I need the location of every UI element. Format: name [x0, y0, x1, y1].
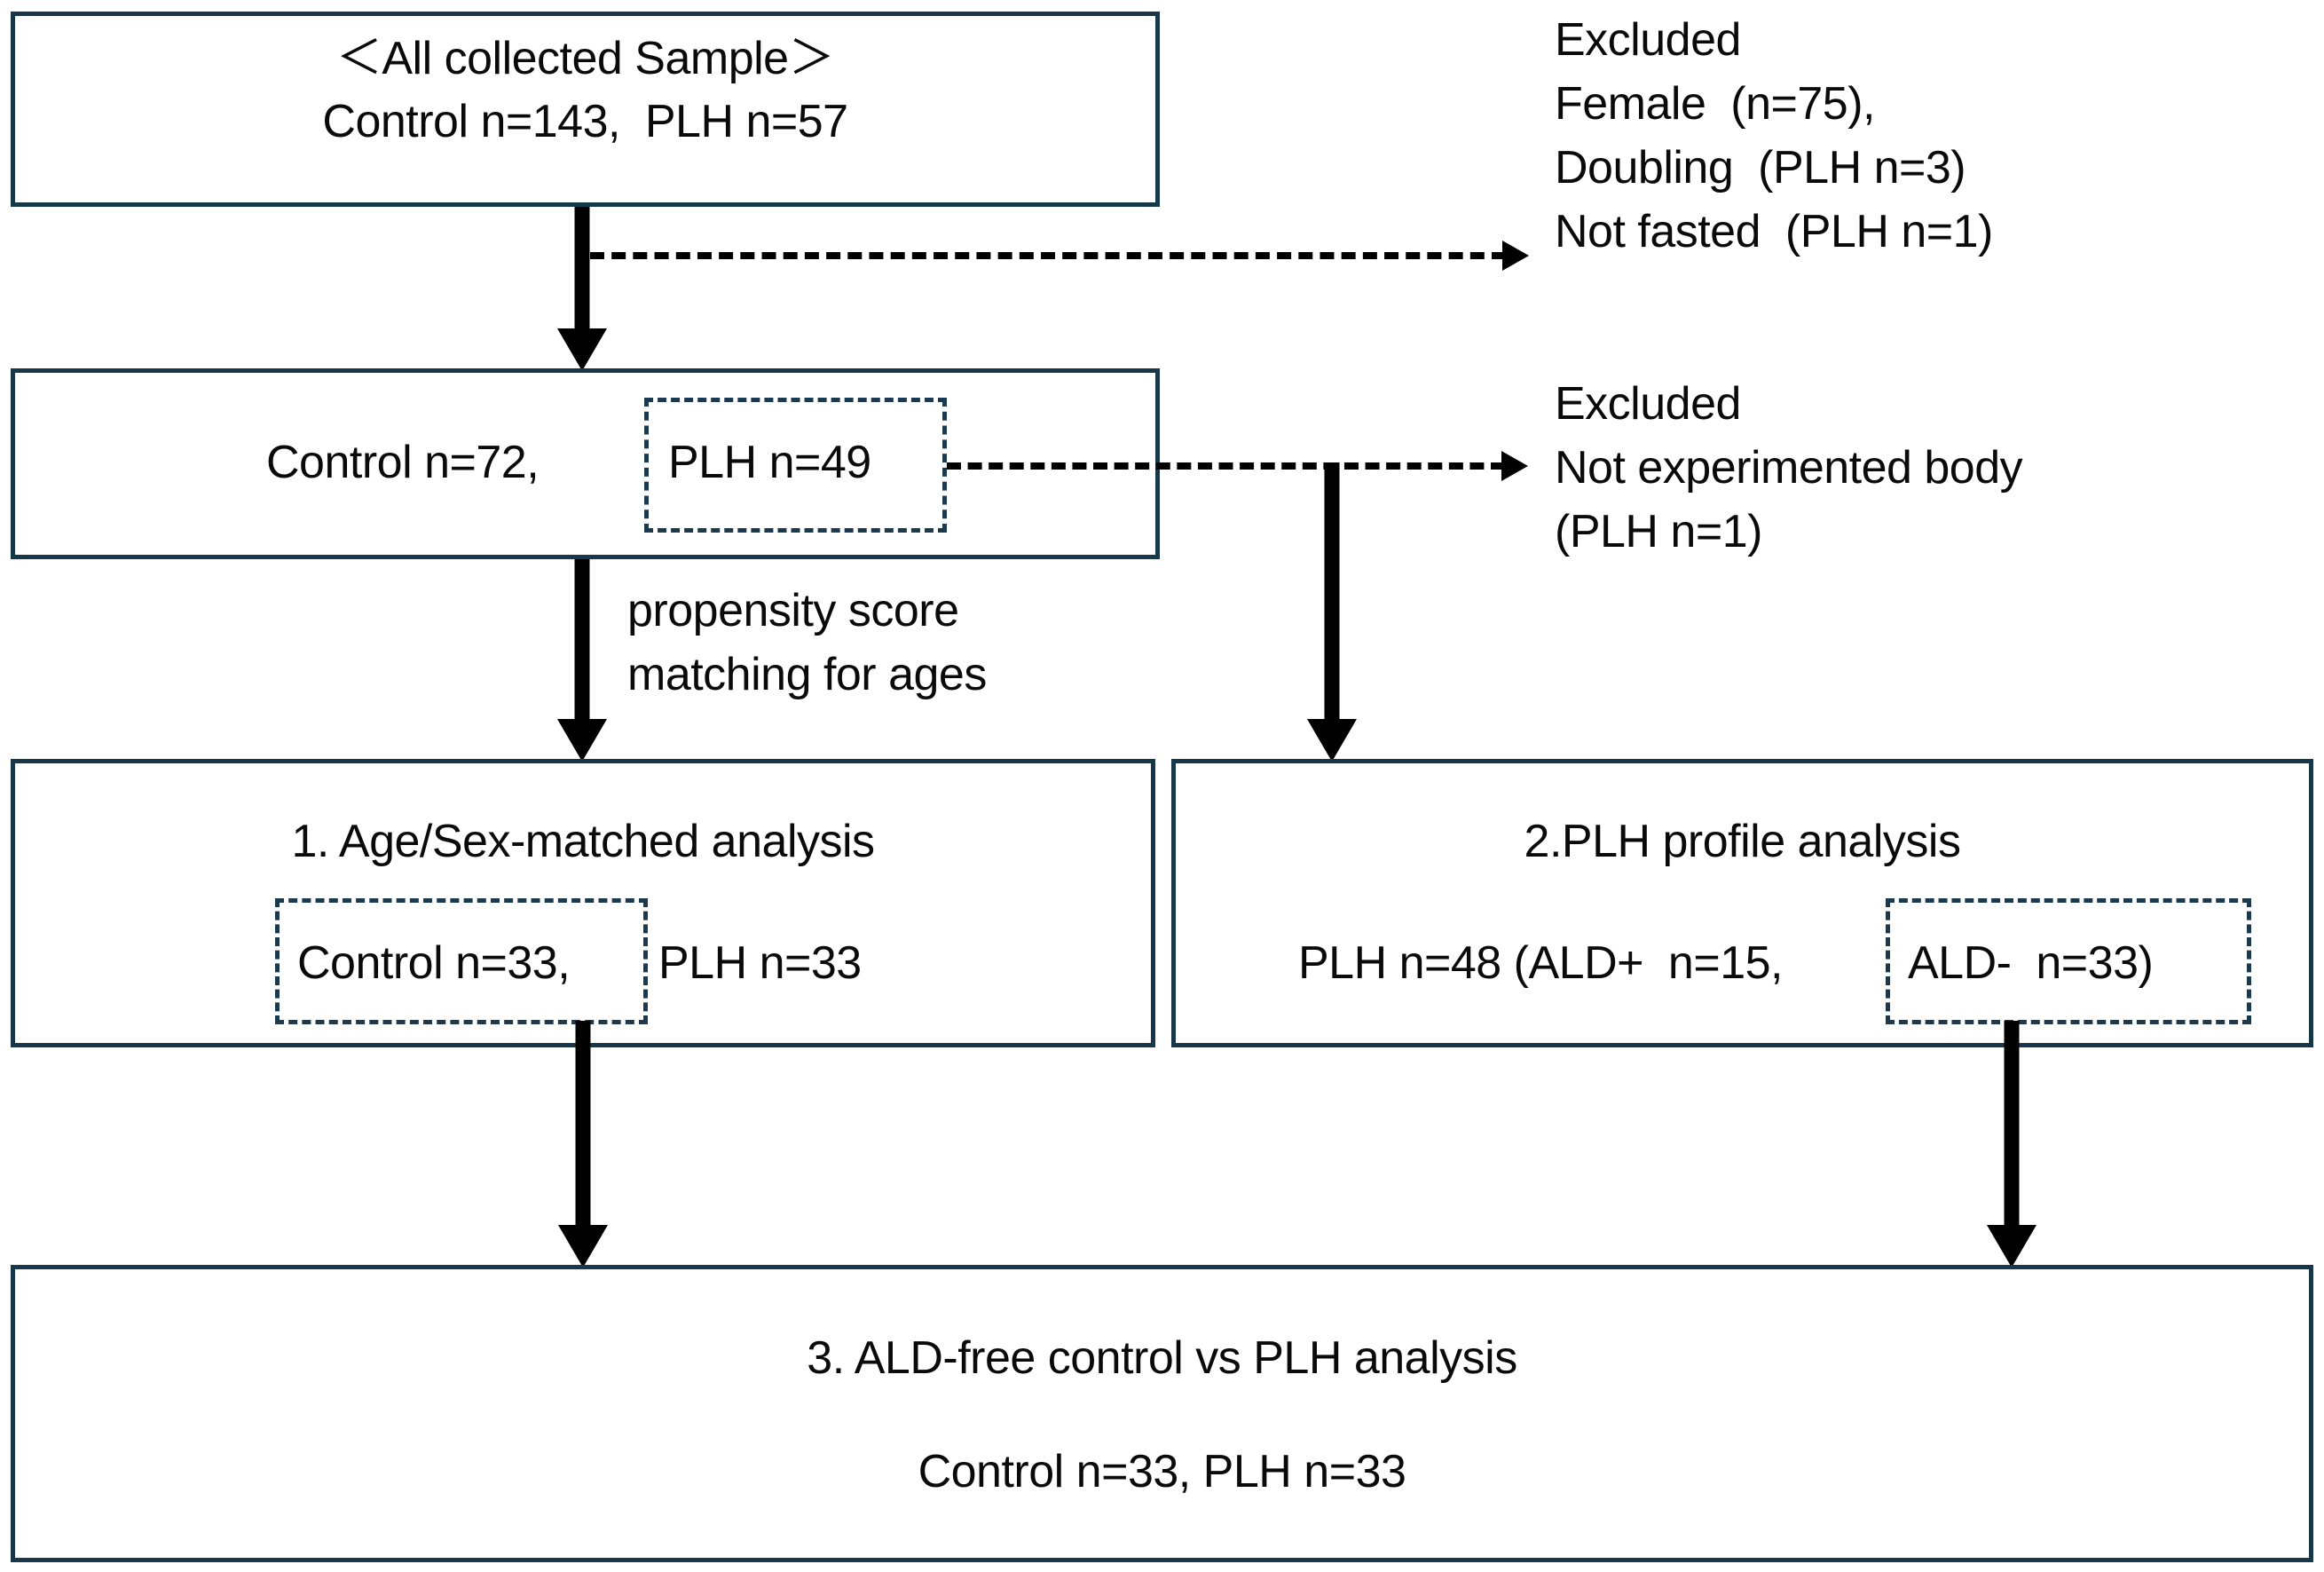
exclusion-note-1-line-3: Doubling (PLH n=3)	[1555, 142, 1966, 194]
analysis-2-heading: 2.PLH profile analysis	[1524, 816, 1961, 867]
propensity-note-line-2: matching for ages	[627, 649, 987, 700]
exclusion-note-1-line-4: Not fasted (PLH n=1)	[1555, 206, 1993, 257]
arrow-plh-to-profile-analysis	[1306, 462, 1358, 762]
after-exclusion-control-count: Control n=72,	[266, 437, 540, 488]
analysis-1-plh-count: PLH n=33	[658, 937, 862, 989]
analysis-1-heading: 1. Age/Sex-matched analysis	[291, 816, 875, 867]
box-ald-free-control-vs-plh	[11, 1265, 2313, 1562]
all-sample-counts: Control n=143, PLH n=57	[322, 96, 848, 147]
dashed-arrow-exclusion-2	[947, 451, 1528, 481]
all-sample-title: ＜All collected Sample＞	[335, 33, 835, 84]
exclusion-note-1-line-2: Female (n=75),	[1555, 78, 1876, 130]
analysis-3-counts: Control n=33, PLH n=33	[918, 1446, 1406, 1497]
exclusion-note-2-line-3: (PLH n=1)	[1555, 506, 1762, 557]
propensity-note-line-1: propensity score	[627, 585, 959, 636]
box-all-collected-sample	[11, 12, 1160, 207]
box-age-sex-matched-analysis	[11, 759, 1155, 1047]
exclusion-note-2-line-2: Not experimented body	[1555, 442, 2023, 494]
arrow-matched-to-final	[557, 1021, 609, 1268]
exclusion-note-2-line-1: Excluded	[1555, 378, 1741, 430]
arrow-profile-to-final	[1986, 1021, 2037, 1268]
box-plh-profile-analysis	[1171, 759, 2313, 1047]
analysis-3-heading: 3. ALD-free control vs PLH analysis	[807, 1332, 1517, 1384]
exclusion-note-1-line-1: Excluded	[1555, 14, 1741, 66]
arrow-all-to-after-exclusion	[556, 207, 608, 371]
analysis-2-counts-prefix: PLH n=48 (ALD+ n=15,	[1298, 937, 1784, 989]
analysis-2-ald-neg-count: ALD- n=33)	[1908, 937, 2154, 989]
after-exclusion-plh-count: PLH n=49	[668, 437, 871, 488]
arrow-after-exclusion-to-matched	[556, 559, 608, 762]
dashed-arrow-exclusion-1	[590, 241, 1529, 271]
analysis-1-control-count: Control n=33,	[297, 937, 571, 989]
